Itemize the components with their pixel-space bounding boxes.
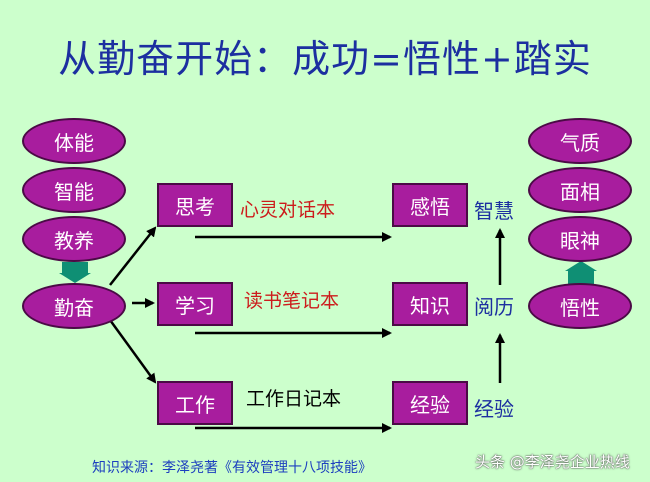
result-zhihui: 智慧 bbox=[474, 199, 514, 223]
oval-jiaoyang: 教养 bbox=[22, 216, 126, 262]
notebook-label-xinling: 心灵对话本 bbox=[240, 199, 336, 221]
left-connector-arrow bbox=[59, 273, 91, 283]
oval-wuxing: 悟性 bbox=[528, 283, 632, 329]
box-xuexi: 学习 bbox=[157, 282, 233, 326]
box-ganwu: 感悟 bbox=[392, 183, 468, 227]
oval-mianxiang: 面相 bbox=[528, 167, 632, 213]
notebook-label-dushu: 读书笔记本 bbox=[244, 290, 340, 312]
source-footer: 知识来源：李泽尧著《有效管理十八项技能》 bbox=[92, 460, 372, 476]
slide-title: 从勤奋开始：成功=悟性+踏实 bbox=[58, 37, 592, 81]
arrow-qinfen-to-gongzuo bbox=[108, 319, 157, 384]
box-zhishi: 知识 bbox=[392, 282, 468, 326]
oval-yanshen: 眼神 bbox=[528, 216, 632, 262]
oval-qizhi: 气质 bbox=[528, 118, 632, 164]
box-sikao: 思考 bbox=[157, 183, 233, 227]
watermark: 头条 @李泽尧企业热线 bbox=[475, 453, 630, 471]
right-connector-arrow bbox=[565, 261, 597, 271]
result-jingyan: 经验 bbox=[474, 397, 514, 421]
right-connector-bar bbox=[568, 270, 594, 284]
arrow-qinfen-to-sikao bbox=[109, 226, 157, 286]
notebook-label-gongzuo: 工作日记本 bbox=[246, 388, 342, 410]
left-connector-bar bbox=[62, 262, 88, 274]
oval-qinfen: 勤奋 bbox=[22, 283, 126, 329]
box-jingyan: 经验 bbox=[392, 381, 468, 425]
oval-tineng: 体能 bbox=[22, 118, 126, 164]
box-gongzuo: 工作 bbox=[157, 381, 233, 425]
oval-zhineng: 智能 bbox=[22, 167, 126, 213]
result-yueli: 阅历 bbox=[474, 295, 514, 319]
